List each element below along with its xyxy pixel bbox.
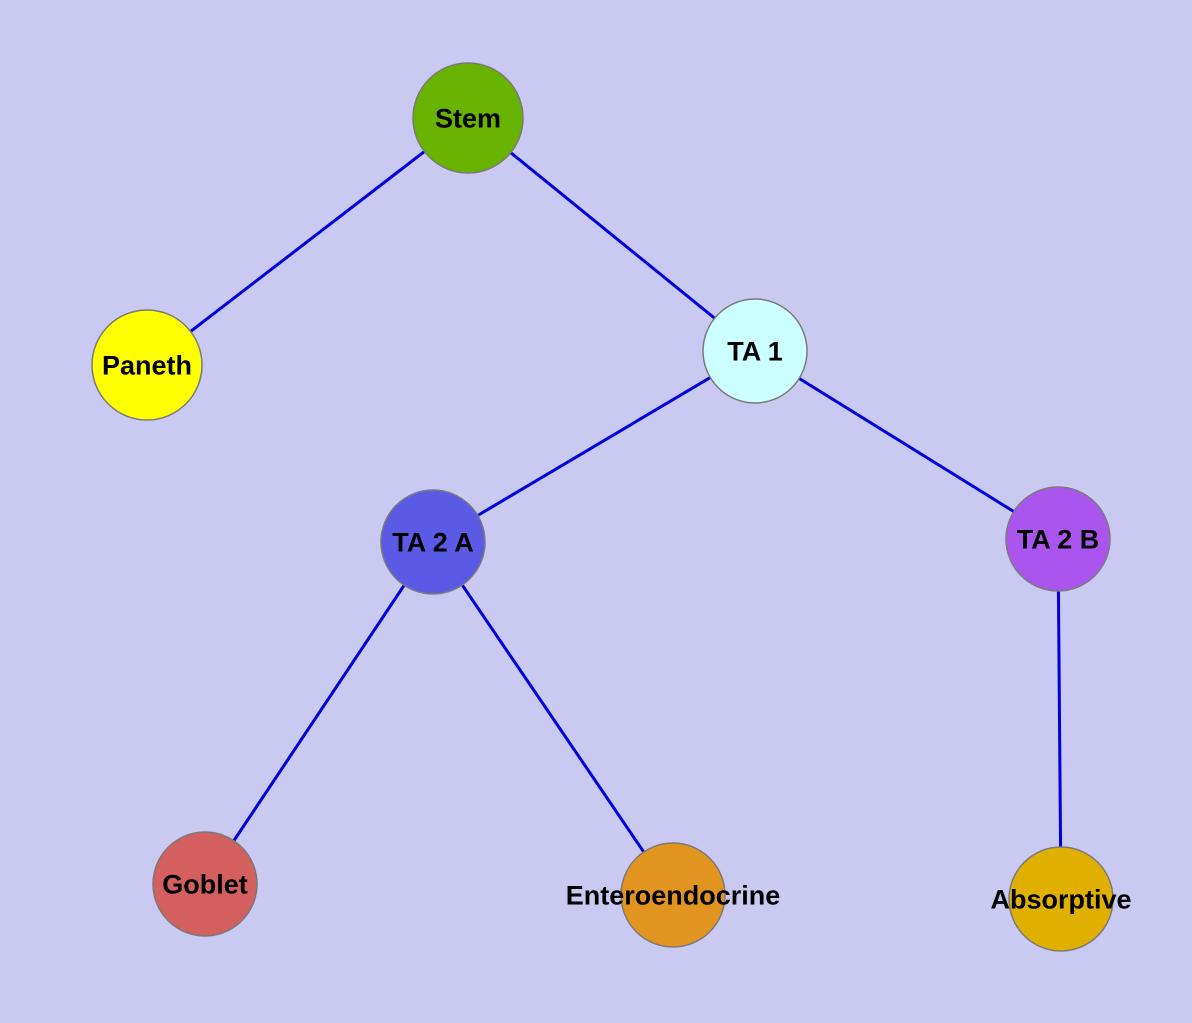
- node-label-enteroendocrine: Enteroendocrine: [566, 880, 781, 910]
- node-enteroendocrine[interactable]: Enteroendocrine: [566, 842, 781, 948]
- node-label-ta2b: TA 2 B: [1017, 524, 1100, 554]
- node-label-paneth: Paneth: [102, 350, 192, 380]
- node-label-goblet: Goblet: [162, 869, 248, 899]
- node-stem[interactable]: Stem: [412, 62, 524, 174]
- node-paneth[interactable]: Paneth: [91, 309, 203, 421]
- node-circle-ta2a[interactable]: [380, 489, 486, 595]
- node-label-ta2a: TA 2 A: [392, 527, 474, 557]
- edge-ta1-ta2b: [754, 349, 1059, 541]
- node-label-absorptive: Absorptive: [990, 884, 1131, 914]
- node-ta2b[interactable]: TA 2 B: [1005, 486, 1111, 592]
- node-circle-stem[interactable]: [412, 62, 524, 174]
- edge-ta2b-absorptive: [1056, 538, 1063, 900]
- node-circle-ta2b[interactable]: [1005, 486, 1111, 592]
- edge-stem-ta1: [467, 116, 756, 353]
- node-circle-absorptive[interactable]: [1008, 846, 1114, 952]
- node-label-stem: Stem: [435, 103, 501, 133]
- node-circle-ta1[interactable]: [702, 298, 808, 404]
- edge-ta2a-enteroendocrine: [431, 541, 675, 896]
- node-label-ta1: TA 1: [727, 336, 783, 366]
- edge-ta2a-goblet: [203, 541, 435, 885]
- node-circle-paneth[interactable]: [91, 309, 203, 421]
- edge-stem-paneth: [146, 116, 469, 367]
- node-goblet[interactable]: Goblet: [152, 831, 258, 937]
- edge-ta1-ta2a: [432, 349, 756, 544]
- node-circle-goblet[interactable]: [152, 831, 258, 937]
- node-absorptive[interactable]: Absorptive: [990, 846, 1132, 952]
- node-circle-enteroendocrine[interactable]: [620, 842, 726, 948]
- node-ta1[interactable]: TA 1: [702, 298, 808, 404]
- node-ta2a[interactable]: TA 2 A: [380, 489, 486, 595]
